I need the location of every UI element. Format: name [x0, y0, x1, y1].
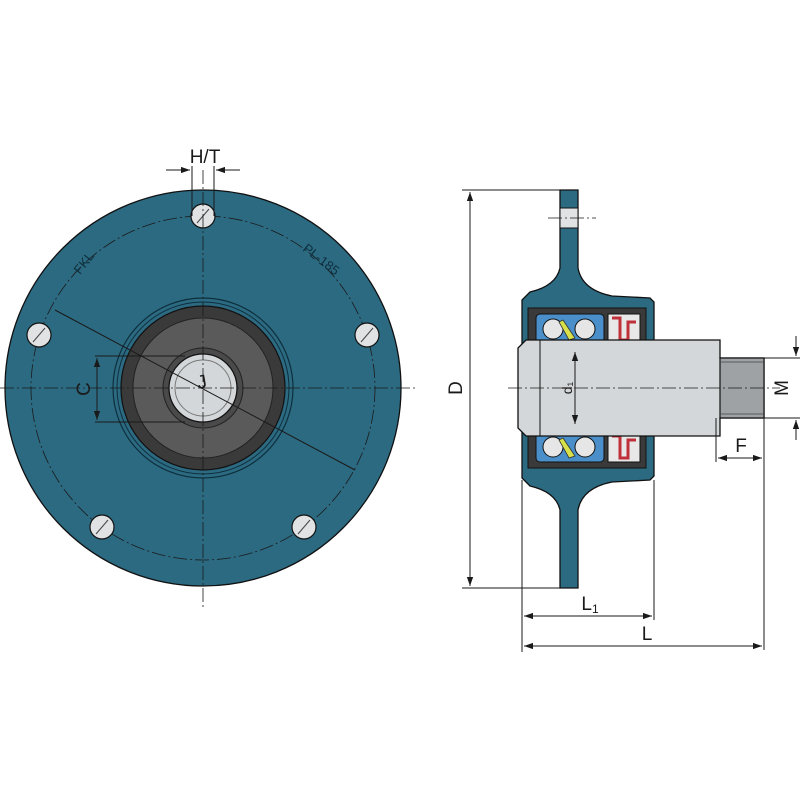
l-label: L	[642, 624, 653, 645]
l1-label: L1	[581, 594, 599, 616]
ht-label: H/T	[190, 147, 221, 168]
mounting-hole	[26, 322, 52, 348]
d1-label: d₁	[559, 381, 575, 394]
m-label: M	[772, 380, 793, 396]
mounting-hole	[354, 322, 380, 348]
side-view: d₁ D M F L1 L	[446, 189, 800, 652]
mounting-hole	[291, 514, 317, 540]
front-view: J FKL PL-185 C	[0, 147, 418, 610]
diameter-line	[54, 309, 356, 471]
bearing-bottom	[535, 431, 641, 463]
c-label: C	[74, 382, 95, 396]
d-label: D	[446, 381, 467, 395]
mounting-hole	[89, 514, 115, 540]
f-label: F	[735, 436, 747, 457]
